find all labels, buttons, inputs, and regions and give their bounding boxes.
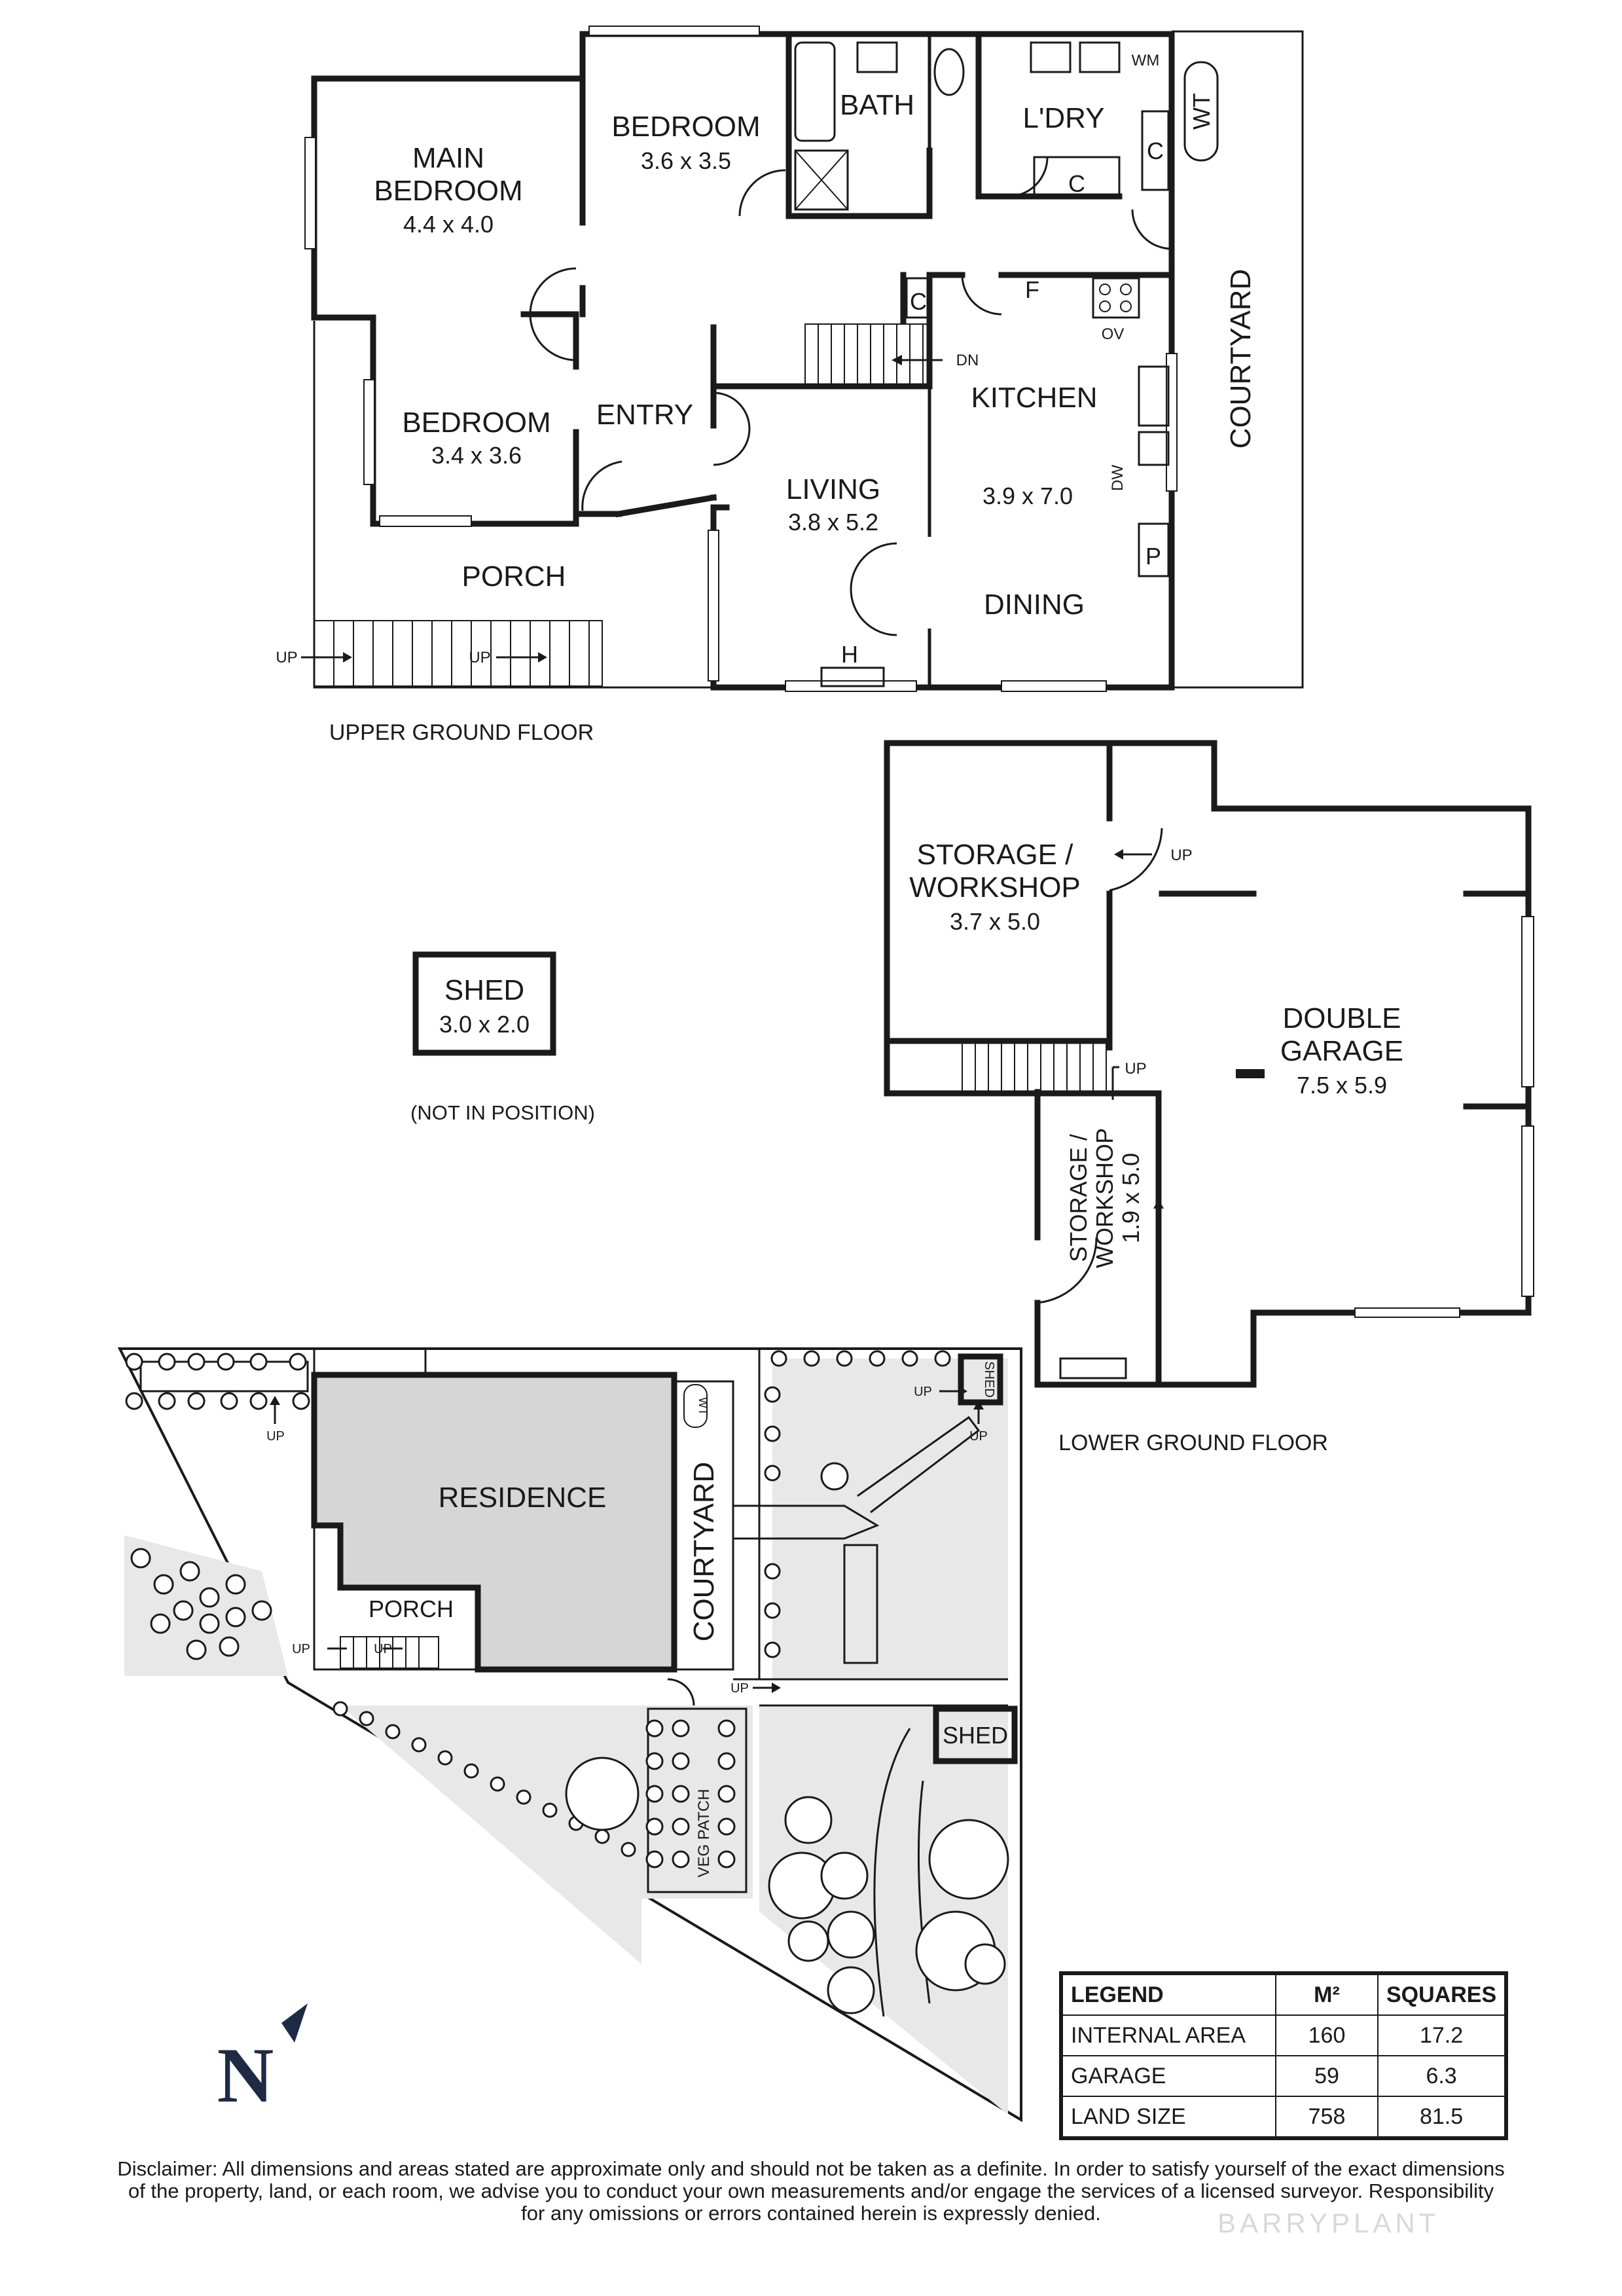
storage-workshop-1-name-1: STORAGE / [917,839,1074,871]
legend-row-squares: 17.2 [1377,2014,1506,2056]
pantry-label: P [1145,543,1161,570]
porch-stairs-up-label-1: UP [276,649,297,666]
disclaimer-line: for any omissions or errors contained he… [521,2202,1101,2225]
double-garage-name-1: DOUBLE [1283,1002,1401,1034]
courtyard-name: COURTYARD [1225,269,1257,449]
living-name: LIVING [786,473,880,505]
legend-row-label: INTERNAL AREA [1062,2014,1276,2056]
legend-header-squares: SQUARES [1377,1974,1506,2016]
fridge-label: F [1025,276,1039,303]
site-up-label-4: UP [730,1681,749,1696]
entry-name: ENTRY [596,399,693,431]
site-up-label-2: UP [914,1385,932,1399]
site-plan-labels: RESIDENCE COURTYARD WT PORCH SHED SHED V… [266,1361,1008,1877]
lower-up-label-1: UP [1170,847,1192,864]
north-label: N [217,2032,274,2119]
brand-watermark: BARRYPLANT [1217,2208,1440,2238]
porch-name: PORCH [462,560,566,592]
site-small-shed-label: SHED [982,1361,996,1398]
legend-header-label: LEGEND [1062,1974,1276,2016]
storage-workshop-2-name-1: STORAGE / [1065,1134,1092,1262]
bedroom-3-dims: 3.4 x 3.6 [431,442,522,469]
north-arrow: N [217,2003,308,2119]
legend-header-row: LEGEND M² SQUARES [1062,1974,1506,2016]
legend-header-m2: M² [1275,1974,1379,2016]
bath-name: BATH [840,89,914,121]
living-dims: 3.8 x 5.2 [788,509,878,536]
storage-workshop-1-dims: 3.7 x 5.0 [950,908,1040,935]
site-up-label-3: UP [969,1429,988,1444]
oven-label: OV [1102,325,1125,343]
disclaimer: Disclaimer: All dimensions and areas sta… [65,2158,1557,2225]
legend-row-label: GARAGE [1062,2055,1276,2097]
site-shed-label: SHED [943,1722,1008,1749]
bedroom-3-name: BEDROOM [402,407,550,439]
shed-plan: SHED 3.0 x 2.0 (NOT IN POSITION) [410,951,595,1124]
shed-dims: 3.0 x 2.0 [439,1011,530,1038]
legend-row-m2: 160 [1275,2014,1379,2056]
site-wt-label: WT [696,1397,710,1415]
legend-row-m2: 59 [1275,2055,1379,2097]
dishwasher-label: DW [1109,465,1126,491]
legend-row-squares: 6.3 [1377,2055,1506,2097]
shed-name: SHED [444,974,524,1006]
legend-row-squares: 81.5 [1377,2096,1506,2138]
upper-floor-title: UPPER GROUND FLOOR [329,720,594,745]
porch-stairs-up-label-2: UP [469,649,490,666]
lower-up-label-2: UP [1125,1060,1146,1078]
bedroom-2-dims: 3.6 x 3.5 [641,147,731,174]
main-bedroom-dims: 4.4 x 4.0 [403,211,494,238]
lower-ground-floor [884,740,1534,1388]
site-courtyard-label: COURTYARD [688,1462,720,1642]
legend-row: LAND SIZE 758 81.5 [1062,2096,1506,2138]
residence-label: RESIDENCE [439,1482,607,1514]
disclaimer-line: of the property, land, or each room, we … [128,2179,1494,2202]
double-garage-dims: 7.5 x 5.9 [1297,1072,1387,1099]
shed-note: (NOT IN POSITION) [410,1101,595,1124]
disclaimer-line: Disclaimer: All dimensions and areas sta… [117,2157,1505,2180]
hearth-label: H [841,641,858,668]
upper-floor-labels: MAIN BEDROOM 4.4 x 4.0 BEDROOM 3.6 x 3.5… [276,52,1257,745]
dining-name: DINING [984,589,1085,621]
lower-floor-labels: STORAGE / WORKSHOP 3.7 x 5.0 DOUBLE GARA… [909,839,1403,1455]
main-bedroom-name-1: MAIN [412,142,484,174]
cupboard-label-2: C [1068,170,1085,197]
legend-row: GARAGE 59 6.3 [1062,2055,1506,2097]
stairs-down-label: DN [956,352,979,369]
cupboard-label-3: C [910,288,927,315]
site-up-label-1: UP [266,1429,285,1444]
site-plan [117,1347,1022,2123]
site-porch-label: PORCH [369,1595,454,1622]
laundry-name: L'DRY [1023,102,1105,134]
site-up-label-5: UP [292,1642,310,1656]
legend-row-label: LAND SIZE [1062,2096,1276,2138]
site-up-label-6: UP [374,1642,392,1656]
kitchen-name: KITCHEN [971,382,1097,414]
cupboard-label-1: C [1147,137,1164,164]
area-legend-table: LEGEND M² SQUARES INTERNAL AREA 160 17.2… [1058,1971,1509,2140]
wt-label: WT [1188,93,1215,130]
veg-patch-label: VEG PATCH [695,1789,713,1877]
lower-floor-title: LOWER GROUND FLOOR [1058,1430,1328,1455]
main-bedroom-name-2: BEDROOM [374,175,522,207]
storage-workshop-2-name-2: WORKSHOP [1091,1128,1118,1268]
double-garage-name-2: GARAGE [1280,1035,1403,1067]
kitchen-dims: 3.9 x 7.0 [982,483,1073,509]
legend-row: INTERNAL AREA 160 17.2 [1062,2014,1506,2056]
wm-label: WM [1132,52,1160,69]
bedroom-2-name: BEDROOM [611,111,760,143]
upper-ground-floor [304,26,1304,692]
storage-workshop-1-name-2: WORKSHOP [909,871,1081,903]
legend-row-m2: 758 [1275,2096,1379,2138]
storage-workshop-2-dims: 1.9 x 5.0 [1117,1153,1144,1243]
